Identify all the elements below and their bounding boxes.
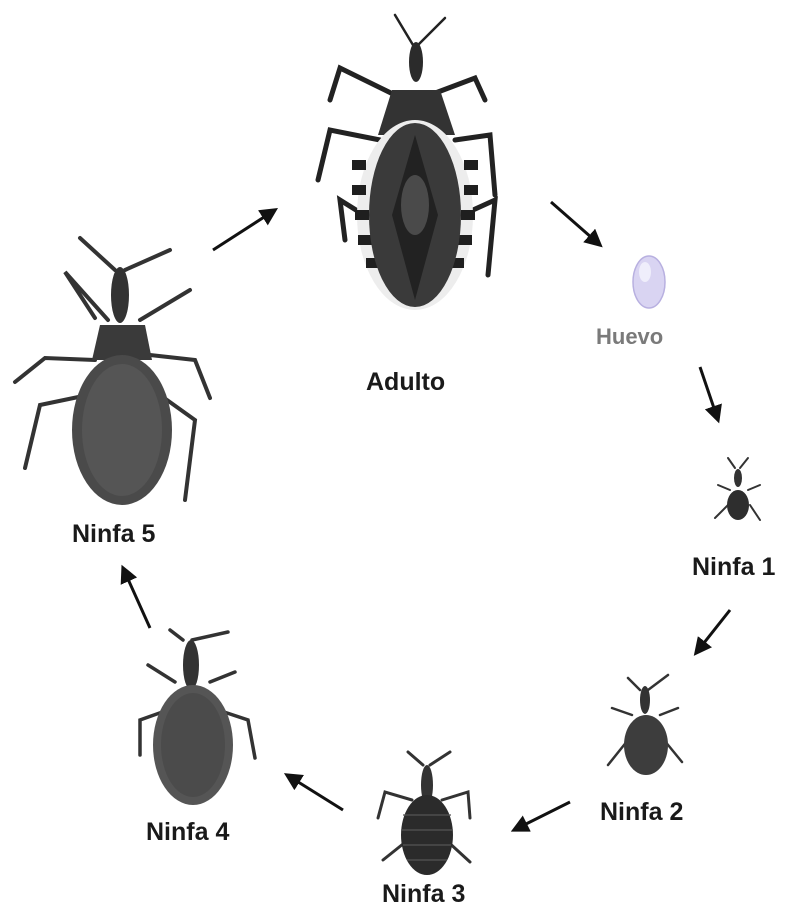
nymph-2-image — [608, 675, 682, 775]
arrow-egg-to-nymph1 — [700, 367, 718, 420]
arrow-nymph5-to-adult — [213, 210, 275, 250]
nymph-1-image — [715, 458, 760, 520]
label-nymph-2: Ninfa 2 — [600, 800, 683, 825]
egg-image — [633, 256, 665, 308]
label-nymph-5: Ninfa 5 — [72, 522, 155, 547]
adult-bug-image — [318, 15, 495, 310]
nymph-3-image — [378, 752, 470, 875]
label-nymph-4: Ninfa 4 — [146, 820, 229, 845]
arrow-nymph1-to-nymph2 — [696, 610, 730, 653]
nymph-5-image — [15, 238, 210, 505]
nymph-4-image — [140, 630, 255, 805]
label-nymph-1: Ninfa 1 — [692, 555, 775, 580]
arrow-nymph3-to-nymph4 — [287, 775, 343, 810]
label-nymph-3: Ninfa 3 — [382, 882, 465, 907]
label-adult: Adulto — [366, 370, 445, 395]
label-egg: Huevo — [596, 326, 663, 348]
arrow-adult-to-egg — [551, 202, 600, 245]
arrow-nymph4-to-nymph5 — [123, 568, 150, 628]
arrow-nymph2-to-nymph3 — [514, 802, 570, 830]
